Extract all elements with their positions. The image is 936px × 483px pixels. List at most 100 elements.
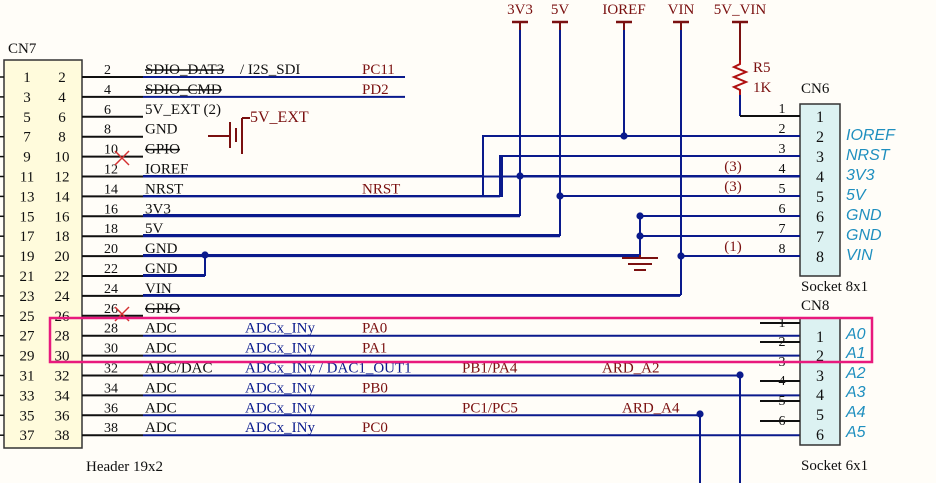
cn7-pin-number: 19 [20,249,35,265]
cn7-pin-number: 38 [55,428,70,444]
cn7-pin-number: 24 [55,289,71,305]
resistor-r5 [731,60,749,95]
pin-number-label: 34 [104,381,118,396]
highlight-box [48,316,874,364]
cn6-signal-label: 3V3 [846,167,875,184]
pin-function-label: ADC/DAC [145,361,213,377]
cn7-pin-number: 21 [20,269,35,285]
power-net-label: 5V [551,2,570,18]
cn6-wire-number: 3 [779,142,786,157]
cn7-pin-number: 6 [58,110,66,126]
cn7-pin-number: 35 [20,408,35,424]
cn7-pin-number: 10 [55,150,70,166]
cn6-signal-label: GND [846,227,882,244]
mcu-port-label: PB1/PA4 [462,361,518,377]
cn7-pin-number: 12 [55,170,70,186]
pin-alt-function-label: ADCx_INy / DAC1_OUT1 [245,361,412,377]
cn7-pin-number: 36 [55,408,71,424]
pin-function-label: ADC [145,341,177,357]
junction-dot [636,232,644,240]
pin-alt-function-label: / I2S_SDI [240,62,300,78]
cn7-pin-number: 20 [55,249,70,265]
pin-number-label: 20 [104,242,118,257]
pin-number-label: 24 [104,282,118,297]
cn7-pin-number: 18 [55,229,70,245]
note-marker: (3) [724,179,742,195]
cn7-pin-number: 2 [58,70,66,86]
cn6-signal-label: VIN [846,247,873,264]
cn7-pin-number: 13 [20,189,35,205]
cn6-pin-number: 5 [816,189,824,206]
pin-number-label: 8 [104,123,111,138]
cn6-pin-number: 8 [816,249,824,266]
cn8-refdes: CN8 [801,298,829,314]
junction-dot [677,252,685,260]
cn7-pin-number: 15 [20,209,35,225]
pin-number-label: 22 [104,262,118,277]
cn7-pin-number: 37 [20,428,36,444]
pin-function-label: NRST [145,181,183,197]
cn6-refdes: CN6 [801,81,830,97]
net-label: ARD_A4 [622,400,680,416]
pin-number-label: 26 [104,302,118,317]
junction-dot [516,172,524,180]
cn8-pin-number: 6 [816,427,824,444]
cn6-socket-body [799,103,841,277]
junction-dot [620,132,628,140]
pin-function-label: IOREF [145,162,188,178]
cn8-signal-label: A2 [845,365,866,382]
pin-function-label: 5V [145,221,164,237]
power-net-label: IOREF [602,2,645,18]
cn7-pin-number: 27 [20,329,36,345]
pin-function-label: GPIO [145,301,180,317]
pin-alt-function-label: ADCx_INy [245,321,315,337]
pin-function-label: ADC [145,400,177,416]
pin-function-label: GPIO [145,142,180,158]
net-label: ARD_A2 [602,361,660,377]
cn6-pin-number: 1 [816,109,824,126]
resistor-refdes: R5 [753,60,771,76]
cn8-type: Socket 6x1 [801,458,868,474]
mcu-port-label: PC0 [362,420,388,436]
cn7-header-body [3,59,83,449]
5v-route [143,196,561,236]
gnd-bridge [143,254,206,276]
pin-function-label: SDIO_DAT3 [145,62,224,78]
pin-number-label: 4 [104,83,111,98]
cn6-signal-label: 5V [846,187,867,204]
cn7-pin-number: 30 [55,349,70,365]
pin-number-label: 12 [104,163,118,178]
cn7-pin-number: 28 [55,329,70,345]
cn6-wire-number: 5 [779,182,786,197]
cn8-pin-number: 5 [816,407,824,424]
pin-function-label: GND [145,122,178,138]
pin-number-label: 32 [104,362,118,377]
nrst-to-header [143,156,503,197]
pin-number-label: 38 [104,421,118,436]
pin-number-label: 28 [104,322,118,337]
cn6-wire-number: 8 [779,242,786,257]
cn7-pin-number: 31 [20,369,35,385]
power-net-label: 5V_VIN [714,2,767,18]
pin-number-label: 30 [104,342,118,357]
cn8-signal-label: A3 [845,384,866,401]
cn8-signal-label: A0 [845,326,866,343]
cn6-type: Socket 8x1 [801,279,868,295]
pin-alt-function-label: ADCx_INy [245,420,315,436]
cn7-pin-number: 11 [20,170,34,186]
ioref-to-header [143,136,484,177]
pin-number-label: 10 [104,143,118,158]
power-net-label: 3V3 [507,2,533,18]
cn8-signal-label: A1 [845,345,866,362]
cn7-pin-number: 29 [20,349,35,365]
no-connect-mark [114,150,130,166]
cn7-pin-number: 23 [20,289,35,305]
cn6-pin-number: 7 [816,229,824,246]
mcu-port-label: PB0 [362,380,388,396]
cn8-pin-number: 3 [816,368,824,385]
cn7-pin-number: 4 [58,90,66,106]
pin-alt-function-label: ADCx_INy [245,380,315,396]
mcu-port-label: PD2 [362,82,389,98]
